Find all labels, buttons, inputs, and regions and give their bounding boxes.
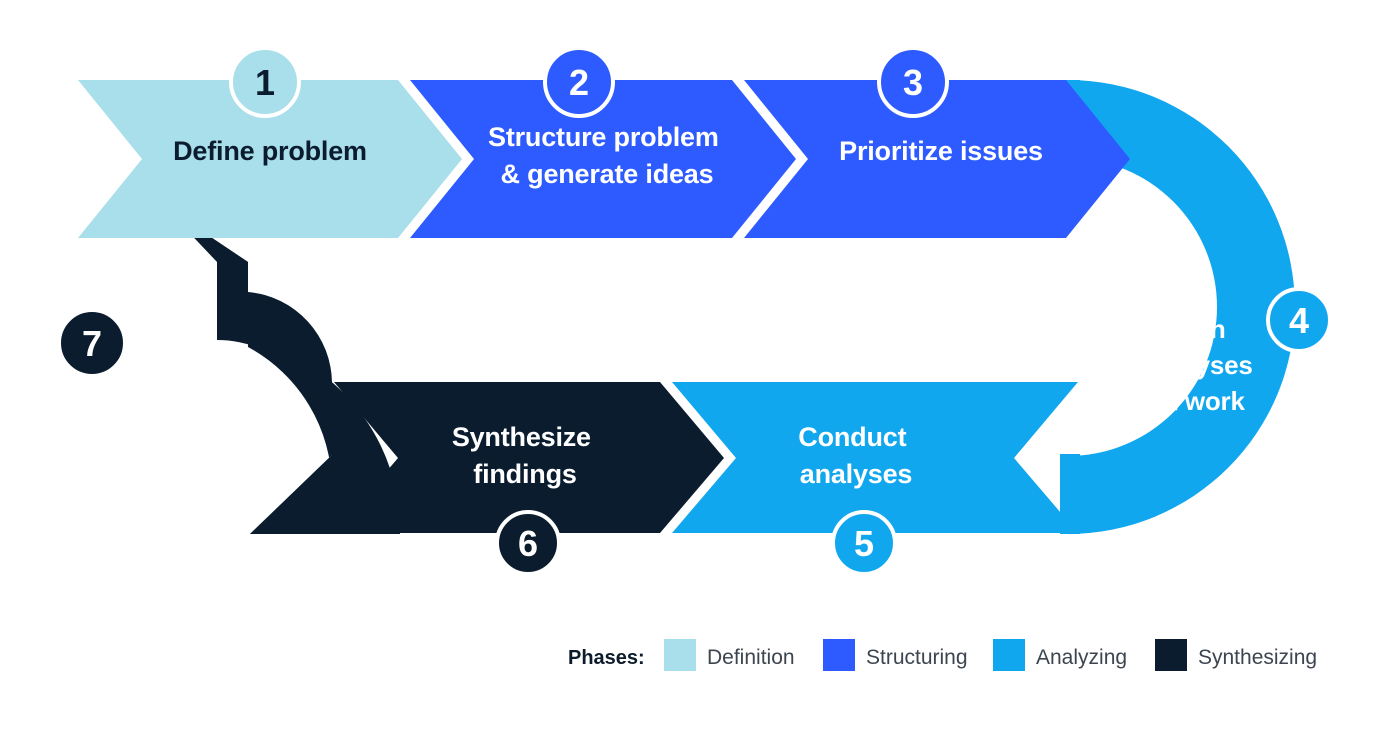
legend-label-analyzing: Analyzing xyxy=(1036,646,1127,669)
step-4-bottom-stub xyxy=(1060,454,1080,534)
step-6-label: Synthesize findings xyxy=(452,422,598,489)
step-7-label: Develop recommend- ations xyxy=(131,350,292,450)
step-5-shape[interactable] xyxy=(672,382,1078,533)
step-2-badge-number: 2 xyxy=(569,62,589,103)
legend-label-definition: Definition xyxy=(707,646,795,669)
step-5-badge[interactable]: 5 xyxy=(831,510,897,576)
step-6-shape[interactable] xyxy=(334,382,724,533)
step-2-group[interactable]: Structure problem & generate ideas xyxy=(410,80,796,238)
legend-swatch-definition xyxy=(664,639,696,671)
step-3-badge-number: 3 xyxy=(903,62,923,103)
legend-item-definition: Definition xyxy=(664,639,795,671)
step-2-label: Structure problem & generate ideas xyxy=(488,122,726,189)
step-1-badge-number: 1 xyxy=(255,62,275,103)
step-1-badge-circle xyxy=(229,46,301,118)
step-5-badge-circle xyxy=(831,510,897,576)
step-6-badge-circle xyxy=(495,510,561,576)
step-4-badge-number: 4 xyxy=(1289,300,1309,341)
step-7-badge-circle xyxy=(57,308,127,378)
step-3-label: Prioritize issues xyxy=(839,136,1043,166)
step-5-group[interactable]: Conduct analyses xyxy=(672,382,1078,533)
legend: Phases: Definition Structuring Analyzing… xyxy=(568,639,1317,671)
step-4-shape[interactable] xyxy=(1068,80,1295,534)
step-1-group[interactable]: Define problem xyxy=(78,80,462,238)
step-7-badge-number: 7 xyxy=(82,323,102,364)
step-6-badge-number: 6 xyxy=(518,523,538,564)
step-1-shape[interactable] xyxy=(78,80,462,238)
step-3-group[interactable]: Prioritize issues xyxy=(744,80,1130,238)
step-7-body xyxy=(163,205,401,534)
legend-item-structuring: Structuring xyxy=(823,639,968,671)
legend-label-structuring: Structuring xyxy=(866,646,968,669)
step-5-label: Conduct analyses xyxy=(798,422,913,489)
step-3-badge[interactable]: 3 xyxy=(877,46,949,118)
step-3-shape[interactable] xyxy=(744,80,1130,238)
legend-item-synthesizing: Synthesizing xyxy=(1155,639,1317,671)
step-6-group[interactable]: Synthesize findings xyxy=(334,382,724,533)
legend-title: Phases: xyxy=(568,647,645,669)
step-5-badge-number: 5 xyxy=(854,523,874,564)
legend-label-synthesizing: Synthesizing xyxy=(1198,646,1317,669)
legend-item-analyzing: Analyzing xyxy=(993,639,1127,671)
step-1-label: Define problem xyxy=(173,136,367,166)
step-4-badge-circle xyxy=(1266,287,1332,353)
step-2-badge[interactable]: 2 xyxy=(543,46,615,118)
step-4-badge[interactable]: 4 xyxy=(1266,287,1332,353)
step-3-badge-circle xyxy=(877,46,949,118)
step-7-badge[interactable]: 7 xyxy=(57,308,127,378)
step-7-group[interactable]: Develop recommend- ations xyxy=(131,205,401,534)
step-4-label: Plan analyses & work xyxy=(1144,314,1259,416)
step-1-badge[interactable]: 1 xyxy=(229,46,301,118)
step-6-badge[interactable]: 6 xyxy=(495,510,561,576)
legend-swatch-structuring xyxy=(823,639,855,671)
step-2-badge-circle xyxy=(543,46,615,118)
legend-swatch-analyzing xyxy=(993,639,1025,671)
step-2-shape[interactable] xyxy=(410,80,796,238)
legend-swatch-synthesizing xyxy=(1155,639,1187,671)
